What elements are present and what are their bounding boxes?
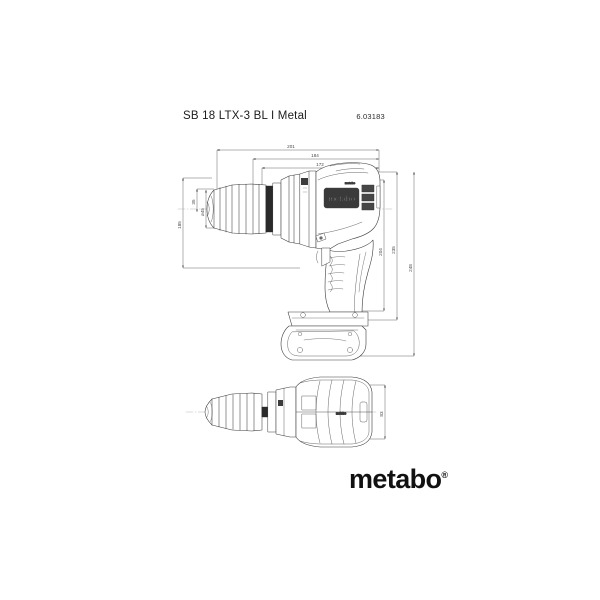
dim-height-with-battery: 235 (391, 246, 396, 254)
dim-height-to-handle: 204 (378, 248, 383, 256)
handle (324, 239, 374, 313)
chuck-collar (265, 182, 282, 236)
top-view-collar (261, 391, 277, 433)
metabo-logo: metabo® (349, 466, 448, 493)
body-brand-label: metabo (328, 195, 355, 204)
dim-chuck-height: 35 (191, 199, 196, 205)
dim-overall-height: 248 (408, 264, 413, 272)
top-view-body (295, 376, 373, 448)
dim-body-width: 83 (379, 411, 384, 417)
dimension-values: 201 184 172 185 35 ø45 204 235 248 83 (177, 144, 413, 417)
drill-chuck (206, 183, 267, 235)
top-view-chuck (204, 392, 263, 432)
gearbox-housing (280, 173, 301, 245)
article-number: 6.03183 (356, 112, 385, 121)
top-view: metabo (185, 376, 379, 448)
dim-overall-length: 201 (287, 144, 295, 149)
work-light (315, 232, 327, 243)
dim-inner-length: 172 (316, 162, 324, 167)
metabo-wordmark: metabo (349, 464, 442, 494)
page-title: SB 18 LTX-3 BL I Metal (183, 110, 307, 122)
dimension-lines-group (182, 149, 415, 440)
dim-chuck-diameter: ø45 (200, 208, 205, 216)
torque-selector-ring (299, 170, 317, 249)
top-brand-label: metabo (345, 181, 356, 185)
battery-pack (280, 325, 367, 361)
drawing-header: SB 18 LTX-3 BL I Metal 6.03183 (183, 110, 503, 128)
side-view: metabo metabo (177, 162, 393, 361)
registered-mark: ® (441, 470, 449, 480)
dim-total-height-left: 185 (177, 221, 182, 229)
trigger-switch (316, 247, 331, 267)
battery-indicator-panel (361, 184, 381, 211)
dim-body-length: 184 (311, 153, 319, 158)
body-nameplate (323, 187, 360, 209)
top-view-brand-label: metabo (336, 412, 346, 416)
battery-interface (287, 311, 369, 327)
top-view-gearbox (275, 386, 297, 438)
